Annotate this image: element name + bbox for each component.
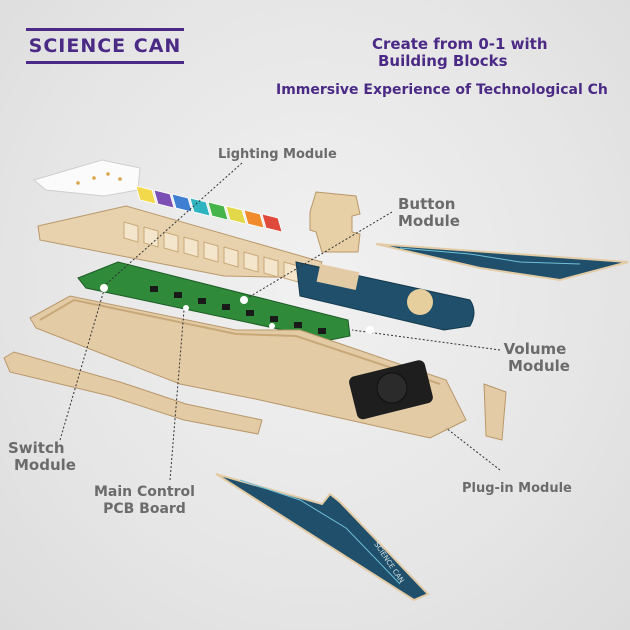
tray-rim — [39, 298, 441, 385]
key-4 — [189, 197, 211, 217]
speaker-cone — [376, 372, 408, 404]
side-wall-left — [3, 351, 263, 435]
key-3 — [171, 193, 193, 213]
head-panel-window — [316, 264, 360, 290]
headline-line-1: Create from 0-1 with — [372, 35, 548, 53]
circuit-wing-upper — [375, 243, 629, 282]
brand-logo-text: SCIENCE CAN — [28, 35, 182, 57]
label-volume-module: Volume Module — [503, 340, 570, 375]
label-plugin-module: Plug-in Module — [462, 481, 572, 496]
leader-lines — [59, 162, 501, 481]
indicator-dots — [100, 284, 374, 334]
label-switch-module: Switch Module — [8, 439, 76, 474]
frame-slot — [143, 226, 159, 248]
brand-logo: SCIENCE CAN — [26, 28, 184, 64]
pcb-button — [294, 322, 302, 328]
frame-slot — [123, 221, 139, 243]
pcb-button — [198, 298, 206, 304]
frame-slot — [263, 256, 279, 278]
circuit-wing-lower — [215, 473, 430, 602]
key-7 — [243, 209, 265, 229]
key-1 — [135, 185, 157, 205]
headline-primary: Create from 0-1 with Building Blocks — [372, 36, 548, 70]
frame-slot — [203, 241, 219, 263]
pcb-button — [150, 286, 158, 292]
key-2 — [153, 189, 175, 209]
lighting-plate-dots — [76, 172, 122, 185]
lighting-plate — [32, 159, 141, 197]
frame-slot — [223, 246, 239, 268]
headline-line-2: Building Blocks — [378, 52, 508, 70]
frame-slots — [123, 221, 299, 283]
label-button-module: Button Module — [398, 195, 460, 230]
main-pcb — [77, 261, 351, 341]
upper-wood-frame — [37, 205, 323, 279]
label-lighting-module: Lighting Module — [218, 147, 337, 162]
wing-trace-lower — [239, 479, 401, 585]
label-main-control-pcb: Main Control PCB Board — [94, 484, 195, 517]
button-module-wood — [309, 191, 361, 253]
pcb-button — [222, 304, 230, 310]
side-wall-right — [483, 383, 507, 441]
key-8 — [261, 213, 283, 233]
pcb-button — [174, 292, 182, 298]
key-5 — [207, 201, 229, 221]
frame-slot — [243, 251, 259, 273]
frame-slot — [163, 231, 179, 253]
pcb-button — [246, 310, 254, 316]
pcb-components — [150, 286, 326, 334]
speaker-grille — [407, 289, 433, 315]
pcb-button — [318, 328, 326, 334]
frame-slot — [183, 236, 199, 258]
key-6 — [225, 205, 247, 225]
key-strip — [135, 185, 283, 233]
headline-secondary: Immersive Experience of Technological Ch — [276, 82, 608, 98]
wing-trace-upper — [399, 247, 581, 265]
pcb-button — [270, 316, 278, 322]
